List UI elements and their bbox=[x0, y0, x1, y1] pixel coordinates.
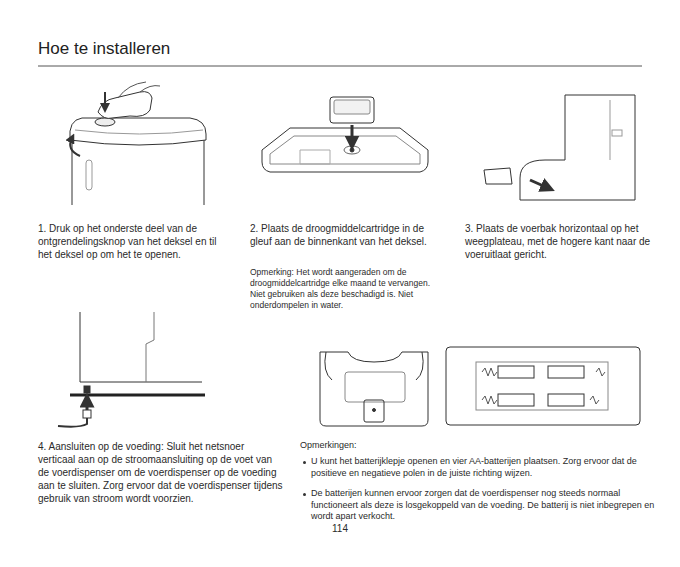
step-text: 1. Druk op het onderste deel van de ontg… bbox=[38, 222, 228, 261]
step-text: 2. Plaats de droogmiddelcartridge in de … bbox=[250, 222, 440, 248]
note-text: Opmerking: Het wordt aangeraden om de dr… bbox=[250, 267, 440, 311]
bullet-dot bbox=[303, 493, 306, 496]
base-figure bbox=[320, 352, 428, 426]
lid-figure bbox=[70, 82, 206, 205]
page-number: 114 bbox=[332, 522, 372, 535]
step-text: 3. Plaats de voerbak horizontaal op het … bbox=[465, 222, 655, 261]
bullet-dot bbox=[303, 461, 306, 464]
note-item: U kunt het batterijklepje openen en vier… bbox=[311, 456, 656, 479]
bowl-figure bbox=[484, 95, 635, 200]
note-heading: Opmerkingen: bbox=[300, 440, 500, 452]
note-item: De batterijen kunnen ervoor zorgen dat d… bbox=[311, 488, 656, 523]
title-rule bbox=[38, 66, 642, 67]
page-title: Hoe te installeren bbox=[38, 38, 170, 60]
desiccant-figure bbox=[262, 97, 428, 172]
battery-figure bbox=[446, 347, 640, 425]
power-figure bbox=[58, 312, 205, 427]
step-text: 4. Aansluiten op de voeding: Sluit het n… bbox=[38, 440, 283, 505]
